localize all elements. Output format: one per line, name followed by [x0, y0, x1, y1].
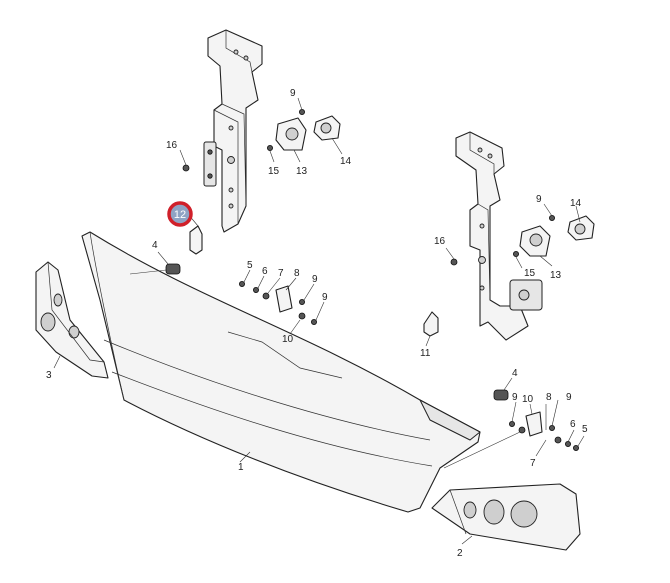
- callout-12: 12: [174, 209, 186, 221]
- right-end-cap: [431, 483, 581, 551]
- callout-5-left: 5: [247, 260, 253, 271]
- callout-14-right: 14: [570, 198, 582, 209]
- highlighted-callout-12[interactable]: 12: [167, 201, 193, 227]
- callout-16-left: 16: [166, 140, 178, 151]
- bumper-cover: [81, 231, 481, 513]
- callout-2: 2: [457, 548, 463, 559]
- callout-7-left: 7: [278, 268, 284, 279]
- callout-3: 3: [46, 370, 52, 381]
- callout-15-left: 15: [268, 166, 280, 177]
- callout-4-right: 4: [512, 368, 518, 379]
- callout-6-left: 6: [262, 266, 268, 277]
- callout-5-right: 5: [582, 424, 588, 435]
- part-11-hook: [423, 311, 439, 337]
- callout-7-right: 7: [530, 458, 536, 469]
- callout-8-left: 8: [294, 268, 300, 279]
- callout-9-right-low-a: 9: [512, 392, 518, 403]
- callout-1: 1: [238, 462, 244, 473]
- left-bracket: [203, 29, 263, 233]
- right-bracket: [455, 131, 543, 341]
- callout-10-left: 10: [282, 334, 294, 345]
- callout-9-left-mid: 9: [312, 274, 318, 285]
- callout-15-right: 15: [524, 268, 536, 279]
- callout-labels: 1 2 3 4 4 5 5 6 6 7 7 8 8 9 9 9 9 9 9 10…: [46, 88, 588, 559]
- callout-10-right: 10: [522, 394, 534, 405]
- right-center-hardware: [443, 377, 585, 469]
- callout-14-left: 14: [340, 156, 352, 167]
- callout-9-left-top: 9: [290, 88, 296, 99]
- callout-11: 11: [420, 348, 431, 359]
- callout-9-right-low-b: 9: [566, 392, 572, 403]
- left-end-cap: [35, 261, 109, 379]
- callout-9-left-low: 9: [322, 292, 328, 303]
- left-bracket-hardware: [179, 97, 343, 172]
- callout-13-right: 13: [550, 270, 562, 281]
- callout-4-left: 4: [152, 240, 158, 251]
- right-bracket-hardware: [445, 203, 595, 269]
- left-center-hardware: [129, 251, 325, 335]
- part-12-hook: [189, 225, 203, 255]
- callout-9-right-top: 9: [536, 194, 542, 205]
- callout-6-right: 6: [570, 419, 576, 430]
- callout-16-right: 16: [434, 236, 446, 247]
- callout-8-right: 8: [546, 392, 552, 403]
- callout-13-left: 13: [296, 166, 308, 177]
